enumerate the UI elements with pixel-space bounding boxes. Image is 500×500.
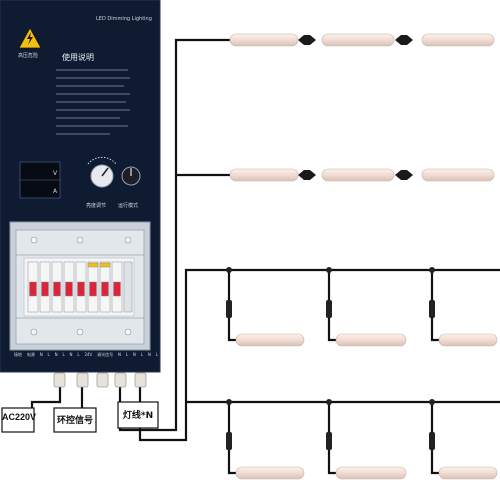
instruction-text-lines	[56, 69, 130, 135]
tube-lamp	[421, 168, 495, 182]
connectors	[226, 267, 435, 450]
terminal-label-strip: 接地 电源 N L N L N L 24V 调光信号 N L N L N L	[14, 352, 158, 358]
brightness-dial-label: 亮度调节	[86, 203, 107, 209]
power-wire	[30, 385, 62, 408]
tube-lamp	[321, 168, 395, 182]
terminal-label: L	[140, 352, 143, 357]
signal-box	[53, 407, 97, 433]
lamp-wire-trunk-2	[138, 268, 500, 442]
terminal-label: 调光信号	[97, 352, 114, 357]
terminal-label: N	[69, 352, 73, 357]
terminal-label: 电源	[26, 352, 35, 357]
terminal-label: N	[117, 352, 121, 357]
tube-row-2	[229, 168, 495, 182]
terminal-label: L	[77, 352, 80, 357]
tube-lamp	[335, 333, 407, 347]
ac220v-label: AC220V	[2, 412, 37, 422]
coupler-icon	[298, 170, 316, 180]
callout-boxes	[1, 401, 159, 433]
warning-icon	[18, 27, 42, 49]
tube-lamp	[438, 466, 498, 480]
coupler-icon	[395, 35, 413, 45]
breaker-panel	[9, 221, 151, 351]
coupler-icon	[395, 170, 413, 180]
warning-label: 高压危险	[18, 53, 39, 59]
tube-lamp	[235, 333, 305, 347]
cable-glands	[53, 372, 147, 388]
tube-lamp	[235, 466, 305, 480]
coupler-icon	[298, 35, 316, 45]
terminal-label: N	[132, 352, 136, 357]
lamp-wire-label: 灯线*N	[122, 411, 154, 421]
mode-knob-label: 运行模式	[118, 203, 139, 209]
terminal-label: L	[47, 352, 50, 357]
ac220v-box	[1, 407, 35, 433]
terminal-label: N	[39, 352, 43, 357]
terminal-label: N	[147, 352, 151, 357]
tube-lamp	[229, 168, 299, 182]
tube-lamp	[321, 33, 395, 47]
signal-label: 环控信号	[56, 416, 93, 426]
mode-knob-icon	[121, 166, 141, 186]
breaker-switches	[27, 261, 133, 313]
tube-lamp	[421, 33, 495, 47]
tube-lamp	[229, 33, 299, 47]
brightness-dial-icon	[87, 156, 117, 188]
lamp-wire-box	[117, 401, 159, 429]
terminal-label: 24V	[84, 352, 93, 357]
brand-text: LED Dimming Lighting	[96, 16, 152, 22]
tube-row-1	[229, 33, 495, 47]
terminal-label: L	[62, 352, 65, 357]
terminal-label: L	[125, 352, 129, 357]
terminal-label: L	[155, 352, 158, 357]
terminal-label: N	[54, 352, 58, 357]
tube-row-3	[235, 333, 498, 347]
tube-row-4	[235, 466, 498, 480]
instruction-heading: 使用说明	[62, 53, 94, 62]
svg-text:A: A	[53, 188, 58, 195]
tube-lamp	[335, 466, 407, 480]
svg-text:V: V	[53, 170, 58, 177]
tube-lamp	[438, 333, 498, 347]
meter-display: V A	[19, 161, 61, 199]
control-cabinet: V A	[0, 0, 161, 388]
terminal-label: 接地	[14, 352, 22, 357]
